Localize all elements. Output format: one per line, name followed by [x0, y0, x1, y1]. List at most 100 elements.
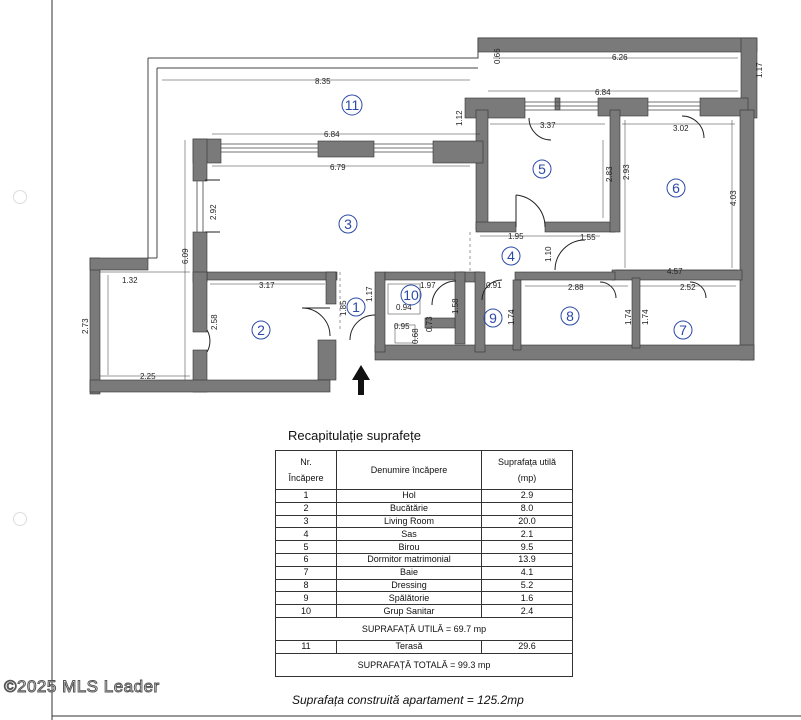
dim-label: 0.68 [411, 328, 420, 344]
row-nr: 3 [275, 514, 337, 529]
entrance-arrow [352, 365, 370, 395]
dim-label: 6.84 [595, 88, 611, 97]
row-area: 20.0 [481, 514, 573, 529]
dim-label: 2.83 [605, 166, 614, 182]
room-number: 11 [345, 97, 360, 113]
recap-table: Nr. Încăpere Denumire încăpere Suprafața… [275, 450, 573, 677]
row-name: Grup Sanitar [336, 604, 482, 618]
row-area: 4.1 [481, 565, 573, 580]
dim-label: 1.55 [580, 233, 596, 242]
row-name: Hol [336, 489, 482, 503]
row-nr: 11 [275, 639, 337, 654]
dimension-lines [100, 57, 738, 380]
dim-label: 1.85 [339, 300, 348, 316]
dim-label: 1.32 [122, 276, 138, 285]
row-nr: 6 [275, 552, 337, 567]
dim-label: 8.35 [315, 77, 331, 86]
row-name: Terasă [336, 639, 482, 654]
row-name: Bucătărie [336, 501, 482, 516]
row-area: 2.9 [481, 489, 573, 503]
row-area: 9.5 [481, 540, 573, 554]
recap-title: Recapitulație suprafețe [288, 428, 421, 443]
dim-label: 6.79 [330, 163, 346, 172]
dim-label: 3.02 [673, 124, 689, 133]
dim-label: 0.66 [493, 48, 502, 64]
binder-hole [13, 512, 27, 526]
watermark: ©2025 MLS Leader [4, 677, 160, 697]
row-nr: 2 [275, 501, 337, 516]
dim-label: 2.88 [568, 283, 584, 292]
windows [196, 101, 700, 232]
dim-label: 0.91 [486, 281, 502, 290]
row-name: Living Room [336, 514, 482, 529]
row-name: Baie [336, 565, 482, 580]
dim-label: 1.17 [365, 286, 374, 302]
useful-total-row: SUPRAFAȚĂ UTILĂ = 69.7 mp [275, 616, 573, 641]
dim-label: 6.84 [324, 130, 340, 139]
dim-label: 1.74 [507, 309, 516, 325]
row-area: 1.6 [481, 591, 573, 606]
dim-label: 2.58 [210, 314, 219, 330]
dim-label: 4.57 [667, 267, 683, 276]
room-number: 9 [489, 310, 497, 326]
dim-label: 1.95 [508, 232, 524, 241]
grand-total-row: SUPRAFAȚĂ TOTALĂ = 99.3 mp [275, 652, 573, 677]
room-number: 10 [403, 287, 419, 303]
header-suprafata: Suprafața utilă [497, 457, 557, 467]
row-area: 13.9 [481, 552, 573, 567]
dim-label: 0.73 [425, 316, 434, 332]
room-numbers: 1 2 3 4 5 6 7 8 9 10 11 [257, 97, 687, 338]
header-nr: Nr. [300, 457, 312, 467]
room-number: 3 [344, 216, 352, 232]
room-markers [251, 94, 693, 340]
row-nr: 7 [275, 565, 337, 580]
dim-label: 0.94 [396, 303, 412, 312]
row-area: 2.1 [481, 527, 573, 542]
row-name: Birou [336, 540, 482, 554]
row-nr: 1 [275, 489, 337, 503]
room-number: 4 [507, 248, 515, 264]
row-area: 29.6 [481, 639, 573, 654]
header-denumire: Denumire încăpere [336, 450, 482, 490]
dim-label: 2.92 [209, 204, 218, 220]
dim-label: 1.74 [641, 309, 650, 325]
dim-label: 2.52 [680, 283, 696, 292]
dim-label: 1.17 [755, 62, 764, 78]
row-area: 5.2 [481, 578, 573, 593]
dim-label: 1.74 [624, 309, 633, 325]
dim-label: 2.25 [140, 372, 156, 381]
dim-label: 6.26 [612, 53, 628, 62]
header-nr-cell: Nr. Încăpere [275, 450, 337, 490]
row-area: 2.4 [481, 604, 573, 618]
row-nr: 4 [275, 527, 337, 542]
doors [205, 115, 707, 353]
dim-label: 0.95 [394, 322, 410, 331]
room-number: 1 [352, 299, 360, 315]
room-number: 2 [257, 322, 265, 338]
dim-label: 1.12 [455, 110, 464, 126]
dim-label: 1.58 [451, 298, 460, 314]
built-area-note: Suprafața construită apartament = 125.2m… [292, 693, 524, 707]
dim-label: 1.10 [544, 246, 553, 262]
row-name: Spălătorie [336, 591, 482, 606]
walls [89, 37, 758, 395]
header-unit: (mp) [517, 473, 537, 483]
binder-hole [13, 190, 27, 204]
dim-label: 3.37 [540, 121, 556, 130]
row-name: Dormitor matrimonial [336, 552, 482, 567]
row-nr: 9 [275, 591, 337, 606]
dim-label: 6.09 [181, 248, 190, 264]
row-nr: 10 [275, 604, 337, 618]
